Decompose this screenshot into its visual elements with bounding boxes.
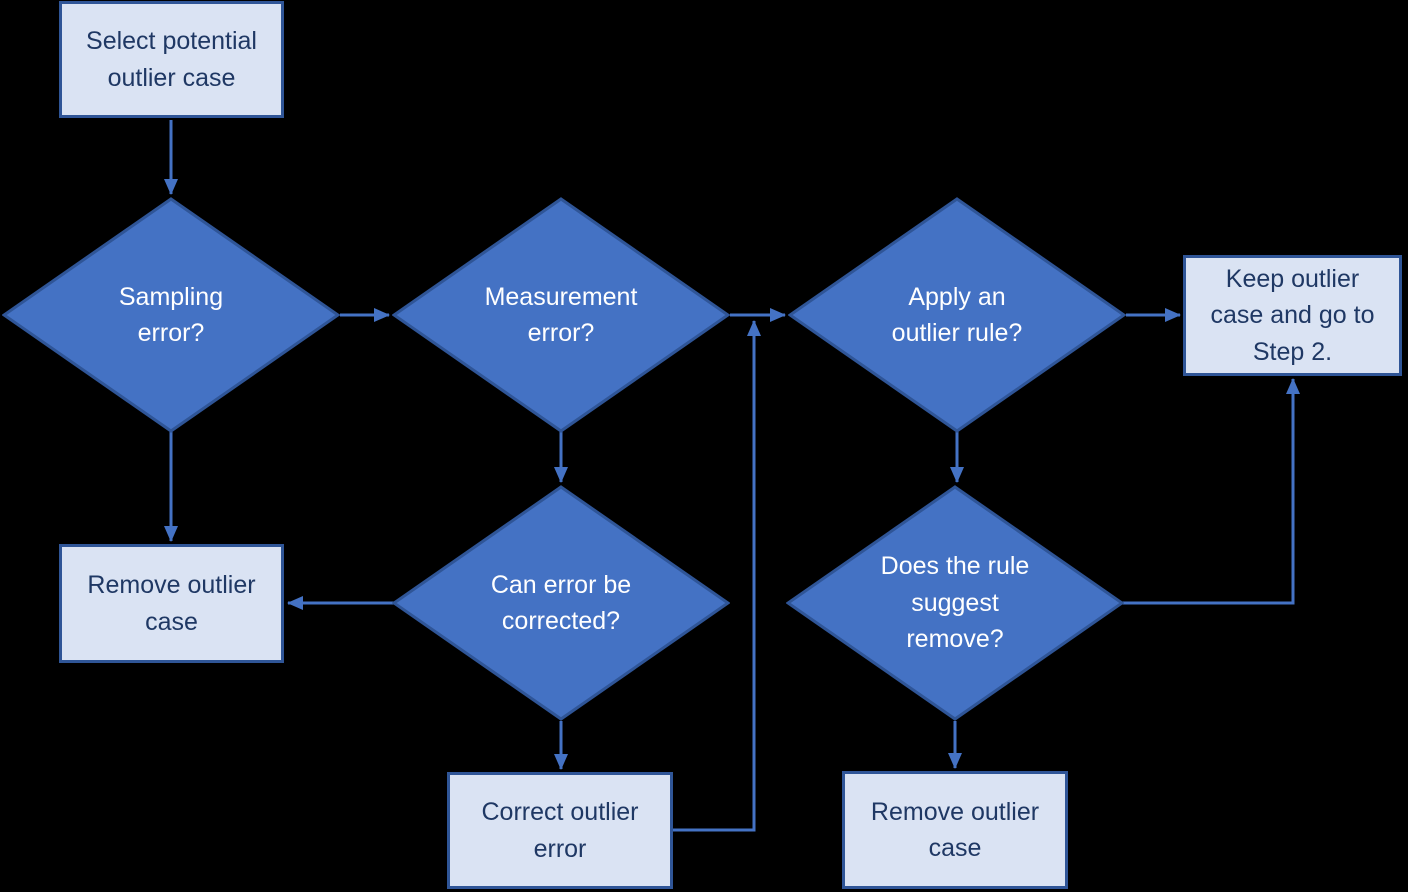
decision-apply-outlier-rule: Apply an outlier rule? [788,197,1126,433]
arrow-rule-suggest-to-keep [1122,378,1300,605]
node-label: Select potential outlier case [86,27,257,92]
diamond-shape [2,197,340,433]
process-correct-outlier-error: Correct outlier error [447,772,673,889]
node-label: Correct outlier error [481,798,639,863]
process-remove-outlier-case-right: Remove outlier case [842,771,1068,889]
process-select-potential-outlier-case: Select potential outlier case [59,1,284,118]
decision-measurement-error: Measurement error? [392,197,730,433]
decision-rule-suggest-remove: Does the rule suggest remove? [786,485,1124,721]
process-keep-outlier-case: Keep outlier case and go to Step 2. [1183,255,1402,376]
diamond-shape [786,485,1124,721]
node-label: Can error be corrected? [490,570,632,636]
node-label: Remove outlier case [87,571,256,636]
node-label: Remove outlier case [870,797,1040,863]
node-label: Measurement error? [484,282,638,348]
node-label: Keep outlier case and go to Step 2. [1210,264,1375,366]
node-label: Sampling error? [118,282,224,348]
process-remove-outlier-case-left: Remove outlier case [59,544,284,663]
node-label: Apply an outlier rule? [891,282,1023,348]
diamond-shape [392,485,730,721]
diamond-shape [788,197,1126,433]
diamond-shape [392,197,730,433]
decision-can-error-be-corrected: Can error be corrected? [392,485,730,721]
node-label: Does the rule suggest remove? [880,552,1030,654]
decision-sampling-error: Sampling error? [2,197,340,433]
